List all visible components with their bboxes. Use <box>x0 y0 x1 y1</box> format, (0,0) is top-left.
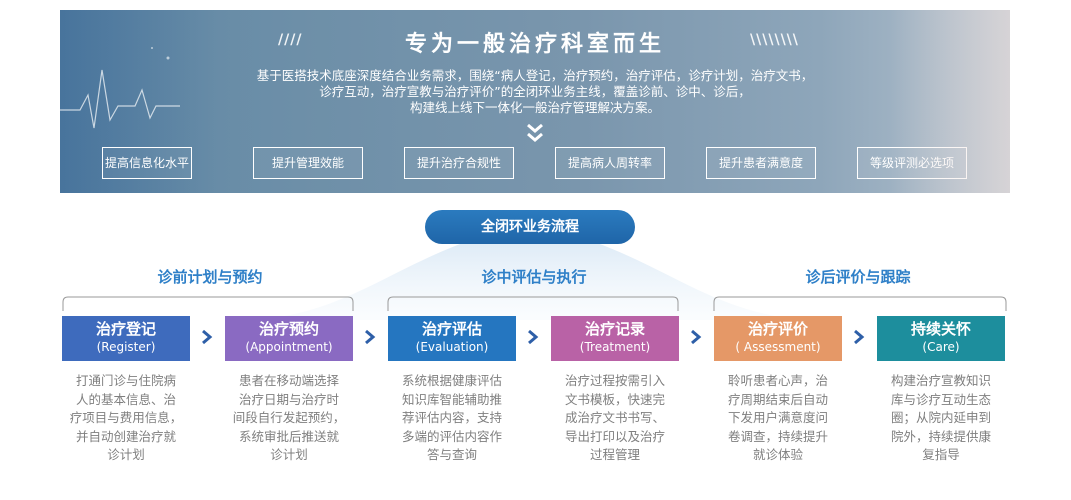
step-description: 患者在移动端选择 治疗日期与治疗时 间段自行发起预约， 系统审批后推送就 诊计划 <box>230 372 348 465</box>
step-appointment: 治疗预约 (Appointment) <box>225 316 353 361</box>
benefit-tags: 提高信息化水平 提升管理效能 提升治疗合规性 提高病人周转率 提升患者满意度 等… <box>102 147 968 179</box>
process-label: 全闭环业务流程 <box>425 210 635 244</box>
desc-line: 文书模板，快速完 <box>564 391 665 407</box>
phase-post-visit: 诊后评价与跟踪 <box>805 268 911 286</box>
intro-line: 构建线上线下一体化一般治疗管理解决方案。 <box>409 100 660 115</box>
step-name: 治疗评价 <box>747 320 808 338</box>
desc-line: 导出打印以及治疗 <box>564 428 665 444</box>
desc-line: 多端的评估内容作 <box>401 428 502 444</box>
step-name: 治疗登记 <box>95 320 156 338</box>
desc-line: 知识库智能辅助推 <box>401 391 502 407</box>
benefit-tag: 提升治疗合规性 <box>404 147 514 179</box>
chevron-right-icon <box>202 329 213 345</box>
desc-line: 疗项目与费用信息， <box>69 410 183 425</box>
step-description: 治疗过程按需引入 文书模板，快速完 成治疗文书书写、 导出打印以及治疗 过程管理 <box>556 372 674 465</box>
title-decoration-left: //// <box>278 32 303 48</box>
chevron-right-icon <box>528 329 539 345</box>
desc-line: 圈；从院内延申到 <box>890 410 991 425</box>
benefit-tag: 等级评测必选项 <box>857 147 967 179</box>
double-chevron-down-icon <box>527 123 543 142</box>
desc-line: 复指导 <box>922 447 960 462</box>
banner-intro: 基于医搭技术底座深度结合业务需求，围绕“病人登记，治疗预约，治疗评估，诊疗计划，… <box>210 68 860 116</box>
desc-line: 间段自行发起预约， <box>232 410 346 425</box>
desc-line: 荐评估内容，支持 <box>401 410 502 425</box>
step-description: 打通门诊与住院病 人的基本信息、治 疗项目与费用信息， 并自动创建治疗就 诊计划 <box>67 372 185 465</box>
desc-line: 并自动创建治疗就 <box>75 428 176 444</box>
banner-title: 专为一般治疗科室而生 <box>404 32 665 57</box>
desc-line: 构建治疗宣教知识 <box>890 373 991 388</box>
step-english: (Register) <box>96 340 156 354</box>
phase-bracket <box>713 296 1007 311</box>
step-name: 治疗评估 <box>421 320 482 338</box>
desc-line: 卷调查，持续提升 <box>727 428 828 444</box>
step-description: 聆听患者心声，治 疗周期结束后自动 下发用户满意度问 卷调查，持续提升 就诊体验 <box>719 372 837 465</box>
step-evaluation: 治疗评估 (Evaluation) <box>388 316 516 361</box>
phase-bracket <box>387 296 679 311</box>
step-assessment: 治疗评价 ( Assessment) <box>714 316 842 361</box>
desc-line: 聆听患者心声，治 <box>727 373 828 388</box>
step-name: 治疗预约 <box>258 320 319 338</box>
step-treatment: 治疗记录 (Treatment) <box>551 316 679 361</box>
step-care: 持续关怀 (Care) <box>877 316 1005 361</box>
benefit-tag: 提高病人周转率 <box>555 147 665 179</box>
step-name: 持续关怀 <box>910 320 971 338</box>
benefit-tag: 提升患者满意度 <box>706 147 816 179</box>
hill-decoration <box>250 225 810 320</box>
desc-line: 答与查询 <box>426 447 477 462</box>
desc-line: 人的基本信息、治 <box>75 391 176 407</box>
desc-line: 成治疗文书书写、 <box>564 410 665 425</box>
desc-line: 就诊体验 <box>752 447 803 462</box>
step-english: (Appointment) <box>245 340 333 354</box>
desc-line: 系统根据健康评估 <box>401 373 502 388</box>
desc-line: 疗周期结束后自动 <box>727 391 828 407</box>
phase-pre-visit: 诊前计划与预约 <box>157 268 263 286</box>
desc-line: 下发用户满意度问 <box>727 410 828 425</box>
step-english: (Care) <box>922 340 960 354</box>
desc-line: 院外，持续提供康 <box>890 428 991 444</box>
title-decoration-right: \\\\\\\\ <box>750 32 799 48</box>
desc-line: 治疗过程按需引入 <box>564 373 665 388</box>
desc-line: 过程管理 <box>589 447 640 462</box>
desc-line: 打通门诊与住院病 <box>75 373 176 388</box>
desc-line: 诊计划 <box>270 447 308 462</box>
chevron-right-icon <box>854 329 865 345</box>
phase-bracket <box>62 296 354 311</box>
phase-in-visit: 诊中评估与执行 <box>481 268 587 286</box>
desc-line: 库与诊疗互动生态 <box>890 391 991 407</box>
intro-line: 诊疗互动，治疗宣教与治疗评价”的全闭环业务主线，覆盖诊前、诊中、诊后， <box>319 84 751 99</box>
desc-line: 治疗日期与治疗时 <box>238 391 339 407</box>
benefit-tag: 提高信息化水平 <box>102 147 192 179</box>
step-english: (Evaluation) <box>415 340 489 354</box>
step-name: 治疗记录 <box>584 320 645 338</box>
step-english: ( Assessment) <box>735 340 821 354</box>
chevron-right-icon <box>691 329 702 345</box>
step-register: 治疗登记 (Register) <box>62 316 190 361</box>
chevron-right-icon <box>365 329 376 345</box>
step-description: 系统根据健康评估 知识库智能辅助推 荐评估内容，支持 多端的评估内容作 答与查询 <box>393 372 511 465</box>
desc-line: 患者在移动端选择 <box>238 373 339 388</box>
desc-line: 诊计划 <box>107 447 145 462</box>
hero-banner: //// 专为一般治疗科室而生 \\\\\\\\ 基于医搭技术底座深度结合业务需… <box>60 10 1010 193</box>
benefit-tag: 提升管理效能 <box>253 147 363 179</box>
intro-line: 基于医搭技术底座深度结合业务需求，围绕“病人登记，治疗预约，治疗评估，诊疗计划，… <box>256 68 814 83</box>
ecg-line-decoration <box>60 47 180 129</box>
step-english: (Treatment) <box>579 340 651 354</box>
step-description: 构建治疗宣教知识 库与诊疗互动生态 圈；从院内延申到 院外，持续提供康 复指导 <box>882 372 1000 465</box>
desc-line: 系统审批后推送就 <box>238 428 339 444</box>
